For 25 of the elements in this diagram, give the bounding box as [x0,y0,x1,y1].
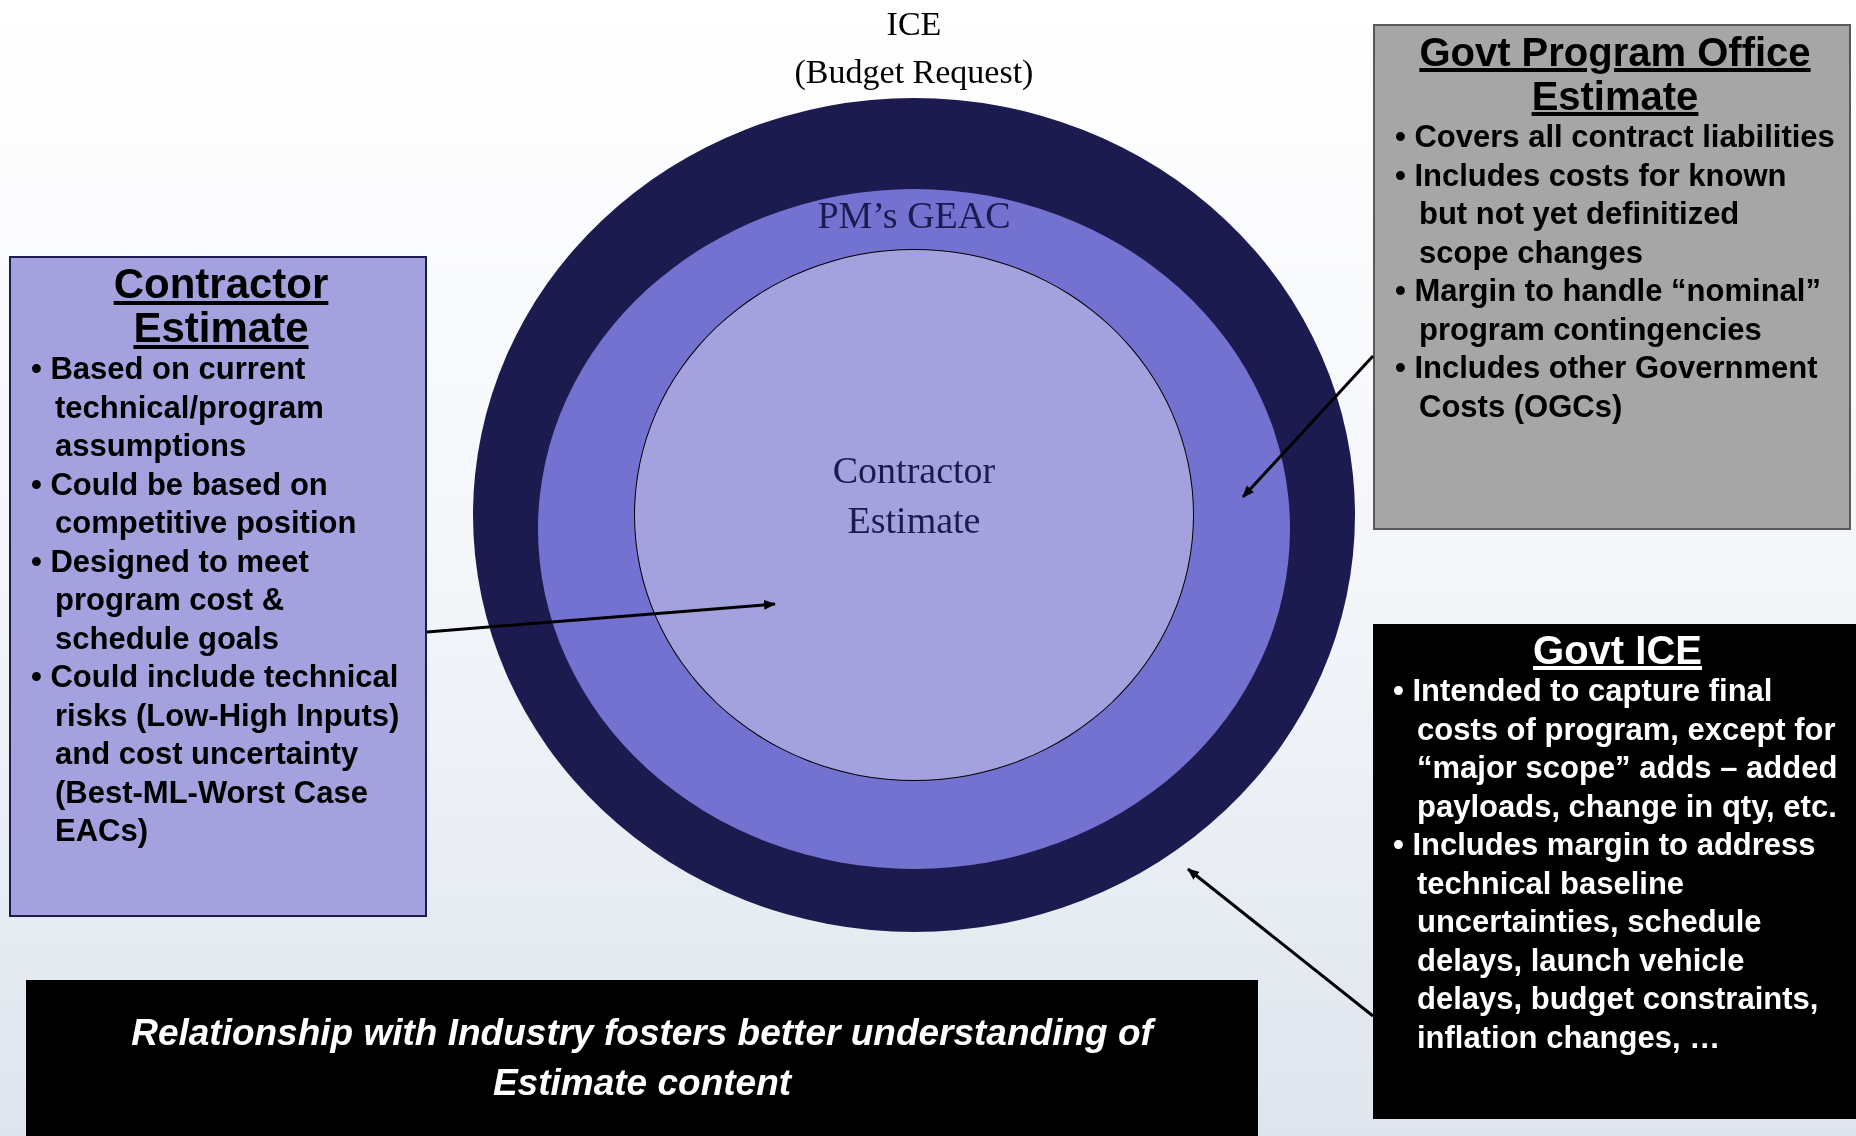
bullet-item: • Could include technical risks (Low-High Inputs) and cost uncertainty (Best-ML-Worst Case EACs) [31,658,401,850]
banner-text: Relationship with Industry fosters better understanding of Estimate content [50,1008,1234,1108]
arrow [1187,867,1374,1018]
bullet-item: • Designed to meet program cost & schedule goals [31,542,310,658]
bullet-item: • Includes other Government Costs (OGCs) [1395,349,1819,426]
ellipse-title: ICE [885,4,943,44]
arrow [426,599,776,634]
banner [26,980,1258,1136]
box-heading: Govt ICE [1532,628,1703,672]
box-heading: Govt Program Office Estimate [1418,30,1812,118]
text-box [9,256,427,917]
text-box [1373,624,1856,1119]
arrow [1241,355,1375,498]
bullet-item: • Based on current technical/program assumptions [31,350,325,465]
bullet-item: • Could be based on competitive position [31,465,358,542]
ellipse-title: (Budget Request) [793,52,1035,92]
text-box [1373,24,1851,530]
ellipse-label: PM’s GEAC [816,193,1012,237]
bullet-item: • Includes costs for known but not yet definitized scope changes [1395,156,1788,272]
bullet-item: • Includes margin to address technical baseline uncertainties, schedule delays, launch vehicle delays, budget constraints, inflation changes, … [1393,826,1820,1057]
box-heading: Contractor Estimate [112,262,330,350]
bullet-item: • Margin to handle “nominal” program contingencies [1395,272,1822,349]
ellipse-label: Contractor Estimate [831,448,997,543]
bullet-item: • Covers all contract liabilities [1395,118,1835,156]
bullet-item: • Intended to capture final costs of program, except for “major scope” adds – added payloads, change in qty, etc. [1393,672,1839,826]
